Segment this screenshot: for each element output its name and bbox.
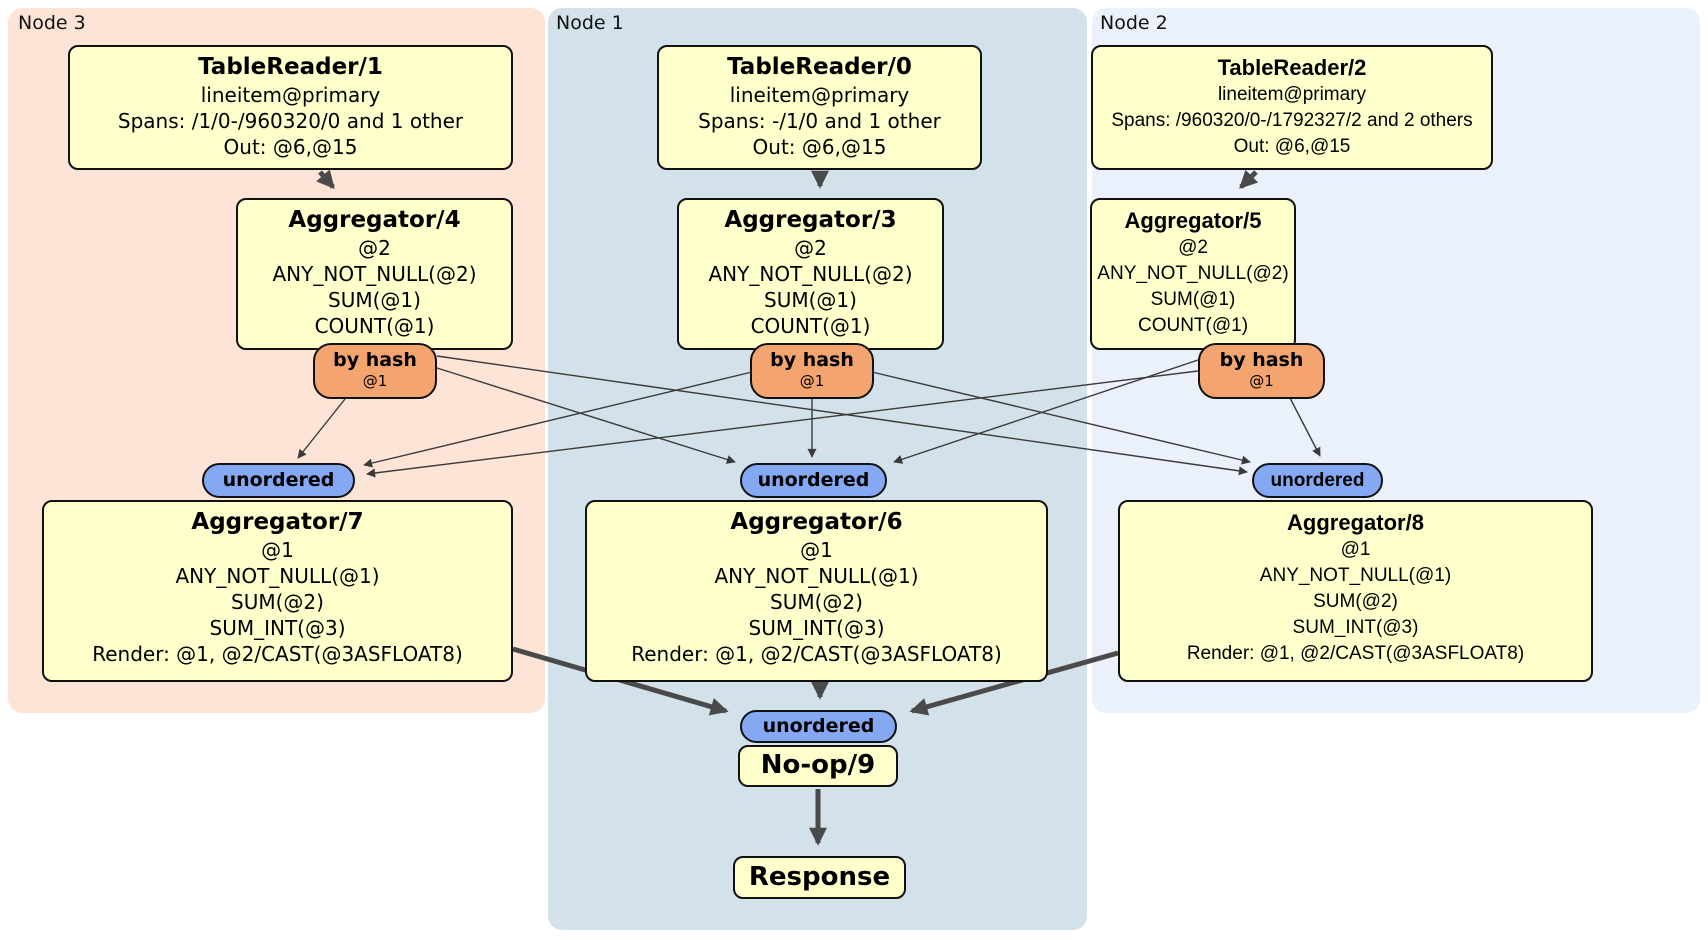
processor-detail: lineitem@primary xyxy=(729,83,910,107)
processor-detail: SUM_INT(@3) xyxy=(748,616,885,640)
processor-aggregator-5: Aggregator/5 @2 ANY_NOT_NULL(@2) SUM(@1)… xyxy=(1090,198,1296,350)
router-columns: @1 xyxy=(362,372,388,390)
processor-title: TableReader/1 xyxy=(198,54,383,80)
processor-title: Aggregator/8 xyxy=(1287,510,1424,535)
region-label-node2: Node 2 xyxy=(1100,12,1168,34)
processor-detail: COUNT(@1) xyxy=(750,314,871,338)
processor-detail: Out: @6,@15 xyxy=(752,135,887,159)
processor-noop-9: No-op/9 xyxy=(738,745,898,787)
processor-detail: Render: @1, @2/CAST(@3ASFLOAT8) xyxy=(631,642,1002,666)
synchronizer-unordered-final: unordered xyxy=(740,710,897,743)
processor-title: Aggregator/5 xyxy=(1124,208,1262,233)
processor-detail: ANY_NOT_NULL(@1) xyxy=(1259,565,1452,586)
processor-detail: @2 xyxy=(358,236,391,260)
router-columns: @1 xyxy=(799,372,825,390)
processor-detail: ANY_NOT_NULL(@2) xyxy=(272,262,477,286)
processor-detail: ANY_NOT_NULL(@2) xyxy=(1097,263,1289,284)
processor-detail: SUM(@1) xyxy=(764,288,857,312)
router-columns: @1 xyxy=(1249,372,1274,390)
processor-detail: @2 xyxy=(794,236,827,260)
processor-aggregator-3: Aggregator/3 @2 ANY_NOT_NULL(@2) SUM(@1)… xyxy=(677,198,944,350)
processor-detail: Spans: -/1/0 and 1 other xyxy=(698,109,941,133)
router-by-hash-node2: by hash @1 xyxy=(1198,343,1325,399)
processor-title: Aggregator/6 xyxy=(730,509,903,535)
router-by-hash-node3: by hash @1 xyxy=(313,343,437,399)
processor-detail: SUM(@2) xyxy=(1313,591,1398,612)
processor-tablereader-0: TableReader/0 lineitem@primary Spans: -/… xyxy=(657,45,982,170)
router-label: by hash xyxy=(333,349,417,371)
processor-tablereader-2: TableReader/2 lineitem@primary Spans: /9… xyxy=(1091,45,1493,170)
synchronizer-unordered-node2: unordered xyxy=(1252,463,1383,498)
synchronizer-unordered-node3: unordered xyxy=(202,463,355,498)
processor-detail: Render: @1, @2/CAST(@3ASFLOAT8) xyxy=(92,642,463,666)
processor-aggregator-8: Aggregator/8 @1 ANY_NOT_NULL(@1) SUM(@2)… xyxy=(1118,500,1593,682)
router-label: by hash xyxy=(1219,349,1304,371)
processor-detail: COUNT(@1) xyxy=(314,314,435,338)
processor-detail: SUM_INT(@3) xyxy=(209,616,346,640)
processor-detail: COUNT(@1) xyxy=(1137,315,1249,336)
processor-detail: ANY_NOT_NULL(@1) xyxy=(714,564,919,588)
processor-detail: lineitem@primary xyxy=(1217,84,1367,105)
processor-detail: lineitem@primary xyxy=(200,83,381,107)
processor-detail: SUM(@2) xyxy=(770,590,863,614)
processor-detail: Out: @6,@15 xyxy=(223,135,358,159)
synchronizer-unordered-node1: unordered xyxy=(740,463,887,498)
processor-aggregator-7: Aggregator/7 @1 ANY_NOT_NULL(@1) SUM(@2)… xyxy=(42,500,513,682)
processor-detail: SUM(@2) xyxy=(231,590,324,614)
processor-detail: ANY_NOT_NULL(@1) xyxy=(175,564,380,588)
processor-aggregator-4: Aggregator/4 @2 ANY_NOT_NULL(@2) SUM(@1)… xyxy=(236,198,513,350)
processor-detail: SUM(@1) xyxy=(328,288,421,312)
processor-title: TableReader/2 xyxy=(1217,55,1367,80)
processor-title: TableReader/0 xyxy=(727,54,912,80)
region-label-node3: Node 3 xyxy=(18,12,86,34)
router-label: by hash xyxy=(770,349,854,371)
processor-detail: @1 xyxy=(261,538,294,562)
processor-detail: SUM_INT(@3) xyxy=(1292,617,1419,638)
region-label-node1: Node 1 xyxy=(556,12,624,34)
processor-detail: @1 xyxy=(1340,539,1371,560)
processor-detail: Out: @6,@15 xyxy=(1233,136,1351,157)
response-title: Response xyxy=(748,862,891,892)
processor-title: Aggregator/3 xyxy=(724,207,897,233)
processor-detail: Render: @1, @2/CAST(@3ASFLOAT8) xyxy=(1186,643,1525,664)
router-by-hash-node1: by hash @1 xyxy=(750,343,874,399)
processor-detail: @1 xyxy=(800,538,833,562)
processor-title: No-op/9 xyxy=(760,750,876,780)
processor-detail: SUM(@1) xyxy=(1150,289,1236,310)
processor-detail: Spans: /1/0-/960320/0 and 1 other xyxy=(117,109,464,133)
processor-detail: Spans: /960320/0-/1792327/2 and 2 others xyxy=(1111,110,1473,131)
processor-title: Aggregator/4 xyxy=(288,207,461,233)
processor-title: Aggregator/7 xyxy=(191,509,364,535)
processor-detail: @2 xyxy=(1178,237,1208,258)
processor-aggregator-6: Aggregator/6 @1 ANY_NOT_NULL(@1) SUM(@2)… xyxy=(585,500,1048,682)
processor-detail: ANY_NOT_NULL(@2) xyxy=(708,262,913,286)
response-box: Response xyxy=(733,856,906,899)
processor-tablereader-1: TableReader/1 lineitem@primary Spans: /1… xyxy=(68,45,513,170)
